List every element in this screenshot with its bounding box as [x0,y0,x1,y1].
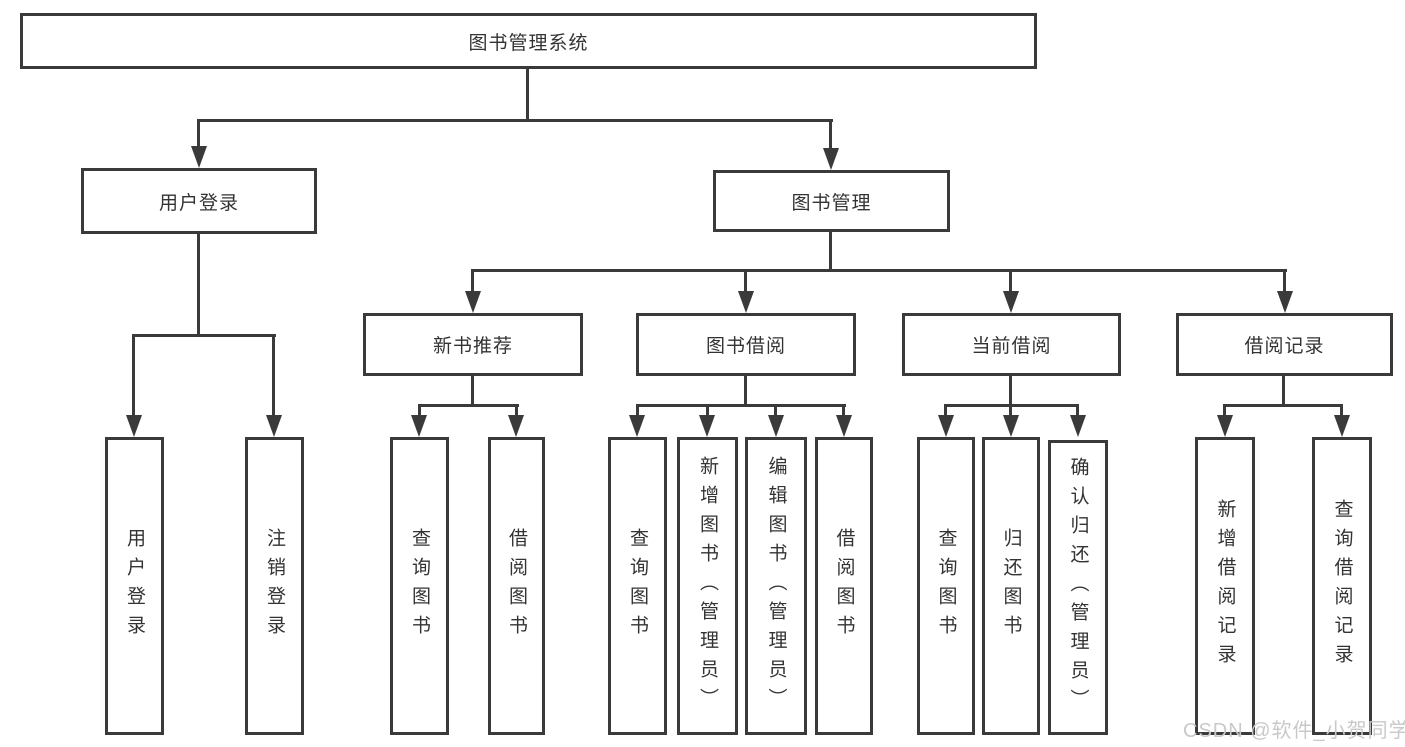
connector-line [471,376,474,406]
node-borrow-records: 借阅记录 [1176,313,1393,376]
connector-line [774,404,777,417]
node-user-login: 用户登录 [81,168,317,234]
node-book-borrowing: 图书借阅 [636,313,856,376]
node-root: 图书管理系统 [20,13,1037,69]
leaf-label: 查询图书 [627,528,648,644]
connector-line [515,404,518,417]
arrowhead-down-icon [1334,415,1350,437]
leaf-br-query-record: 查询借阅记录 [1312,437,1372,735]
arrowhead-down-icon [699,415,715,437]
connector-line [842,404,845,417]
connector-line [744,376,747,406]
leaf-cb-return-book: 归还图书 [982,437,1040,735]
connector-line [829,232,832,272]
arrowhead-down-icon [1003,415,1019,437]
leaf-br-add-record: 新增借阅记录 [1195,437,1255,735]
connector-line [706,404,709,417]
connector-line [418,404,421,417]
leaf-label: 查询借阅记录 [1331,499,1353,673]
connector-line [471,269,474,293]
leaf-label: 新增借阅记录 [1214,499,1236,673]
leaf-cb-confirm-return-admin: 确认归还（管理员） [1048,440,1108,735]
connector-line [132,334,135,417]
arrowhead-down-icon [266,415,282,437]
leaf-user-login: 用户登录 [105,437,164,735]
leaf-label: 查询图书 [409,528,430,644]
leaf-label: 借阅图书 [506,528,527,644]
connector-line [418,404,519,407]
connector-line [1223,404,1226,417]
arrowhead-down-icon [465,291,481,313]
watermark: CSDN @软件_小贺同学 [1183,720,1405,742]
connector-line [526,69,529,121]
leaf-bb-borrow-books: 借阅图书 [815,437,873,735]
connector-line [471,269,1287,272]
leaf-label: 归还图书 [1000,528,1022,644]
connector-line [1223,404,1343,407]
node-current-borrowing: 当前借阅 [902,313,1121,376]
connector-line [1283,269,1286,293]
leaf-label: 用户登录 [124,528,145,644]
leaf-bb-edit-book-admin: 编辑图书（管理员） [745,437,807,735]
connector-line [132,334,276,337]
leaf-logout: 注销登录 [245,437,304,735]
node-book-management: 图书管理 [713,170,950,232]
arrowhead-down-icon [738,291,754,313]
leaf-nb-borrow-books: 借阅图书 [488,437,545,735]
leaf-label: 编辑图书（管理员） [765,455,787,717]
connector-line [1282,376,1285,406]
arrowhead-down-icon [938,415,954,437]
connector-line [197,119,833,122]
connector-line [636,404,639,417]
arrowhead-down-icon [768,415,784,437]
leaf-nb-query-books: 查询图书 [390,437,449,735]
leaf-label: 确认归还（管理员） [1067,457,1089,718]
node-new-book-recommend: 新书推荐 [363,313,583,376]
arrowhead-down-icon [1003,291,1019,313]
connector-line [197,119,200,149]
connector-line [1009,376,1012,406]
leaf-label: 注销登录 [264,528,285,644]
arrowhead-down-icon [411,415,427,437]
arrowhead-down-icon [126,415,142,437]
connector-line [944,404,947,417]
connector-line [829,119,832,151]
arrowhead-down-icon [823,148,839,170]
connector-line [1009,404,1012,417]
leaf-bb-query-books: 查询图书 [608,437,667,735]
leaf-label: 新增图书（管理员） [697,455,718,717]
arrowhead-down-icon [191,146,207,168]
connector-line [272,334,275,417]
leaf-label: 查询图书 [935,528,957,644]
connector-line [744,269,747,293]
leaf-bb-add-book-admin: 新增图书（管理员） [677,437,738,735]
connector-line [197,234,200,337]
arrowhead-down-icon [836,415,852,437]
arrowhead-down-icon [1070,415,1086,437]
arrowhead-down-icon [1217,415,1233,437]
leaf-cb-query-books: 查询图书 [917,437,975,735]
connector-line [636,404,846,407]
arrowhead-down-icon [508,415,524,437]
connector-line [1009,269,1012,293]
connector-line [1076,404,1079,417]
arrowhead-down-icon [629,415,645,437]
connector-line [1340,404,1343,417]
arrowhead-down-icon [1277,291,1293,313]
leaf-label: 借阅图书 [833,528,855,644]
